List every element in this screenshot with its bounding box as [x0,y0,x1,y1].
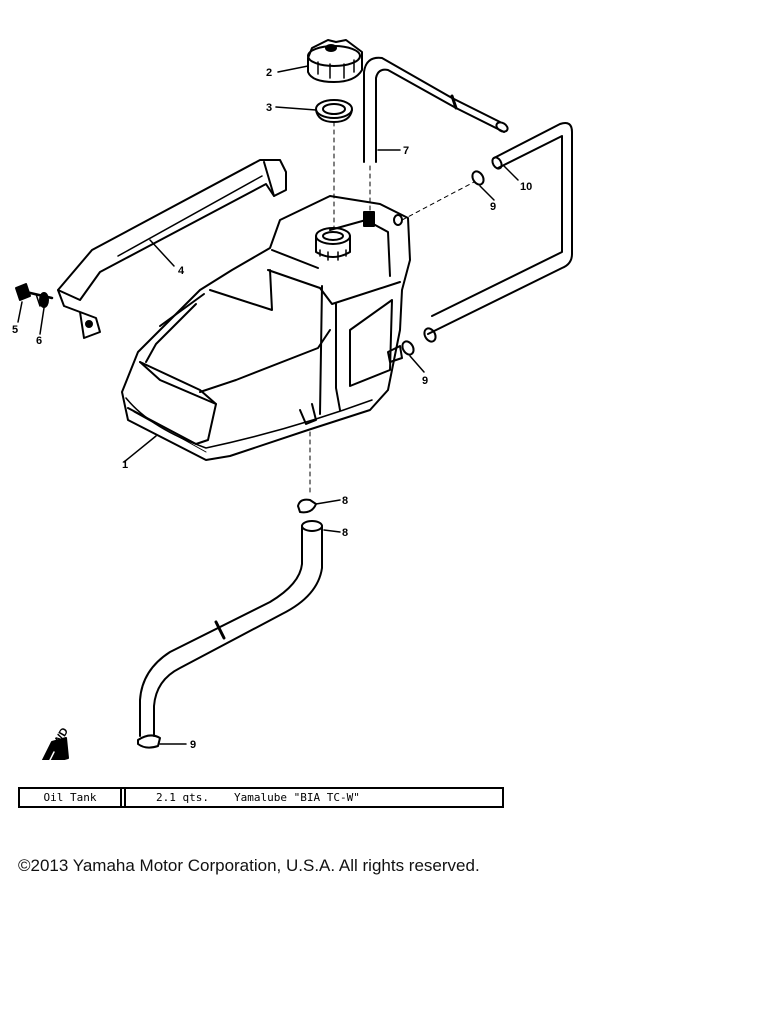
feed-hose [139,520,323,737]
oil-spec-table: Oil Tank 2.1 qts. Yamalube "BIA TC-W" [18,787,504,808]
filler-cap [307,39,363,83]
callout-8-hose: 8 [342,527,348,539]
leader-lines [17,65,519,745]
callout-1: 1 [122,459,128,471]
callout-9-upper: 9 [490,201,496,213]
callout-5: 5 [12,324,18,336]
spec-divider [122,789,126,806]
exploded-parts-diagram: FWD 1 2 3 4 5 6 7 8 8 9 9 9 9 10 [12,39,573,760]
callout-4: 4 [178,265,185,277]
spec-oil-type: Yamalube "BIA TC-W" [234,791,360,804]
fwd-arrow-icon: FWD [41,726,71,760]
breather-nipple [363,211,375,227]
oil-tank [121,195,411,461]
filler-neck [315,227,351,261]
callout-9-side: 9 [422,375,428,387]
overflow-hose [423,122,573,343]
breather-hose [363,56,509,163]
spec-part-name: Oil Tank [20,789,122,806]
callout-6: 6 [36,335,42,347]
callout-8-clip: 8 [342,495,348,507]
hose-clips [137,170,485,749]
callout-9-lower: 9 [190,739,196,751]
spec-capacity: 2.1 qts. [156,791,209,804]
callout-3: 3 [266,102,272,114]
callout-10: 10 [520,181,532,193]
cap-gasket [315,99,353,123]
callout-2: 2 [266,67,272,79]
copyright-notice: ©2013 Yamaha Motor Corporation, U.S.A. A… [18,856,480,875]
bolt-and-washer [15,283,54,308]
assembly-lines [309,121,475,497]
callout-7: 7 [403,145,409,157]
tank-bracket [57,159,287,339]
